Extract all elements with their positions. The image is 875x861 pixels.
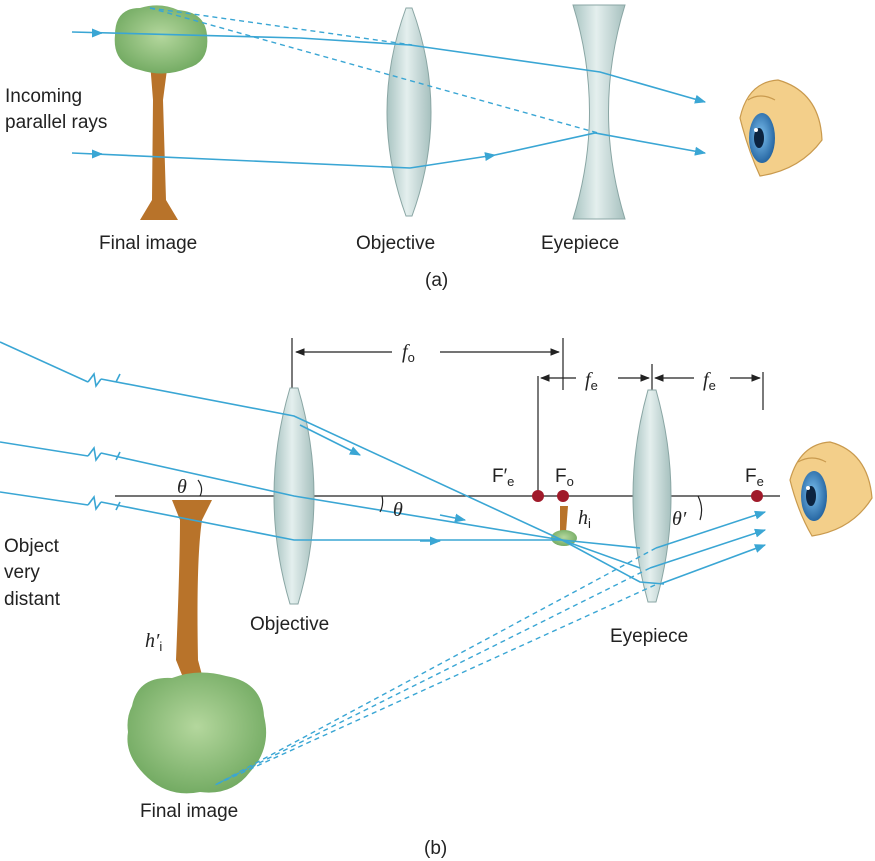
focal-point-f-e (751, 490, 763, 502)
dimension-f-o (291, 338, 564, 390)
label-F-e-prime: F′e (492, 466, 514, 489)
angle-arc-theta-left (197, 479, 203, 497)
dimension-f-e (537, 364, 764, 492)
virtual-ray-bottom (149, 7, 599, 134)
label-F-e: Fe (745, 466, 764, 489)
final-image-tree-a (114, 5, 208, 220)
label-theta-prime: θ′ (672, 508, 687, 530)
eye-a (739, 79, 823, 177)
ray-bottom (100, 501, 641, 549)
tree-foliage-b (127, 672, 267, 794)
virtual-ray-top (149, 7, 413, 46)
focal-point-f-o (557, 490, 569, 502)
panel-a: Incoming parallel rays Final image Objec… (5, 4, 823, 291)
tree-trunk-b (172, 500, 212, 690)
label-h-i-prime: h′i (145, 630, 162, 654)
label-distant: distant (4, 589, 61, 610)
label-f-e-right: fe (703, 369, 716, 393)
label-eyepiece-b: Eyepiece (610, 626, 688, 647)
refracted-ray-bottom (494, 132, 707, 156)
rays-b (0, 341, 767, 786)
ray-middle (100, 452, 641, 569)
eyepiece-lens-a (572, 4, 626, 220)
focal-point-f-e-prime (532, 490, 544, 502)
caption-a: (a) (425, 270, 448, 291)
label-f-o: fo (402, 341, 415, 365)
angle-arc-theta (379, 495, 384, 513)
ray-bottom-in (0, 491, 89, 506)
label-object: Object (4, 536, 60, 557)
label-f-e-left: fe (585, 369, 598, 393)
final-image-tree-b (127, 500, 267, 794)
tree-foliage-a (114, 5, 208, 74)
objective-lens-a (386, 7, 432, 217)
label-parallel-rays: parallel rays (5, 112, 107, 133)
label-theta: θ (393, 499, 403, 521)
label-very: very (4, 562, 40, 583)
incoming-ray-bottom (71, 152, 411, 169)
angle-arc-theta-prime (697, 495, 703, 521)
intermediate-image-tree (551, 506, 577, 546)
label-theta-left: θ (177, 476, 187, 498)
label-final-image-b: Final image (140, 801, 238, 822)
label-F-o: Fo (555, 466, 574, 489)
label-objective-b: Objective (250, 614, 329, 635)
rays-a (71, 7, 707, 169)
label-incoming: Incoming (5, 86, 82, 107)
label-final-image-a: Final image (99, 233, 197, 254)
tree-trunk-a (140, 62, 178, 220)
panel-b: fo fe fe F′e Fo Fe θ θ θ′ hi h′i Object … (0, 338, 873, 859)
caption-b: (b) (424, 838, 447, 859)
label-objective-a: Objective (356, 233, 435, 254)
label-h-i: hi (578, 507, 591, 531)
label-eyepiece-a: Eyepiece (541, 233, 619, 254)
refracted-ray-top (299, 37, 707, 104)
incoming-ray-top (71, 31, 301, 39)
ray-top-in (0, 341, 89, 383)
eye-b (789, 441, 873, 537)
ray-middle-in (0, 441, 89, 457)
eyepiece-lens-b (632, 389, 672, 603)
